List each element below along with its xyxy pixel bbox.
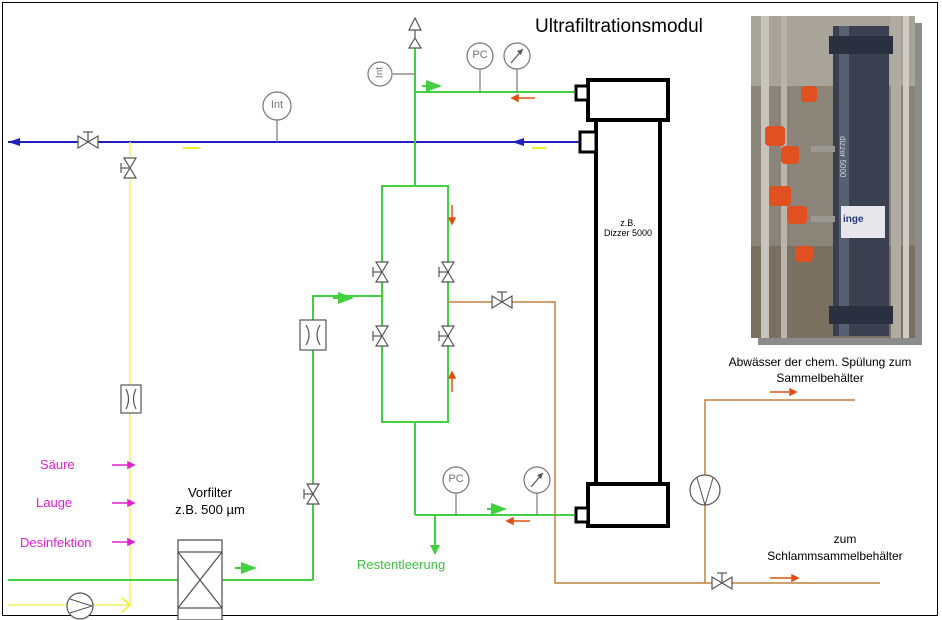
feed-int-label: Int [374,66,386,79]
permeate-valve[interactable] [77,131,99,150]
chemical-flowmeter [120,384,142,414]
permeate-int-gauge [262,91,292,142]
vent-icon [407,16,423,49]
drain-label: Restentleerung [357,557,446,572]
photo-model-text: dizzer 5000 [838,136,847,178]
loop-valve-upper-right[interactable] [438,261,456,283]
top-pressure-gauge-icon [503,42,531,92]
chemical-disinfection-label: Desinfektion [20,535,92,550]
chemical-caustic-label: Lauge [36,495,73,510]
loop-valve-lower-right[interactable] [438,325,456,347]
sludge-valve[interactable] [711,572,733,591]
waste-label-line1: Abwässer der chem. Spülung zum [728,355,912,369]
waste-label-line2: Sammelbehälter [776,371,864,385]
prefilter-label-line1: Vorfilter [187,485,233,500]
chemical-dosing-arrows [112,460,136,547]
diagram-title: Ultrafiltrationsmodul [535,16,703,37]
prefilter-label-line2: z.B. 500 µm [175,502,245,517]
sludge-label-line2: Schlammsammelbehälter [767,549,903,563]
green-flow-arrows [235,80,507,574]
feed-line [8,48,580,581]
bottom-pressure-controller [442,466,470,515]
top-pc-label: PC [472,49,488,61]
feed-valve[interactable] [303,483,321,505]
permeate-line [8,138,582,146]
permeate-outlet-arrow [8,138,20,146]
chemical-valve[interactable] [120,157,138,179]
drain-arrow [430,545,440,555]
sludge-label-line1: zum [833,532,857,546]
loop-valve-upper-left[interactable] [372,261,390,283]
orange-flow-arrows [447,93,800,583]
top-pressure-controller [466,42,494,92]
feed-flowmeter [299,319,327,351]
feed-int-gauge [367,61,415,87]
feed-pump [66,592,94,620]
module-label-line1: z.B. [620,218,636,228]
bottom-pressure-gauge-icon [523,466,551,515]
permeate-flow-arrow [512,138,524,146]
permeate-int-label: Int [270,99,284,111]
uf-module [574,78,670,528]
module-photo: inge dizzer 5000 [751,16,915,338]
prefilter [177,539,223,620]
chemical-acid-label: Säure [40,457,75,472]
module-label-line2: Dizzer 5000 [603,228,653,238]
bottom-pc-label: PC [448,473,464,485]
waste-valve[interactable] [491,291,513,310]
loop-valve-lower-left[interactable] [372,325,390,347]
waste-pump [689,474,721,507]
photo-brand-text: inge [843,214,864,225]
